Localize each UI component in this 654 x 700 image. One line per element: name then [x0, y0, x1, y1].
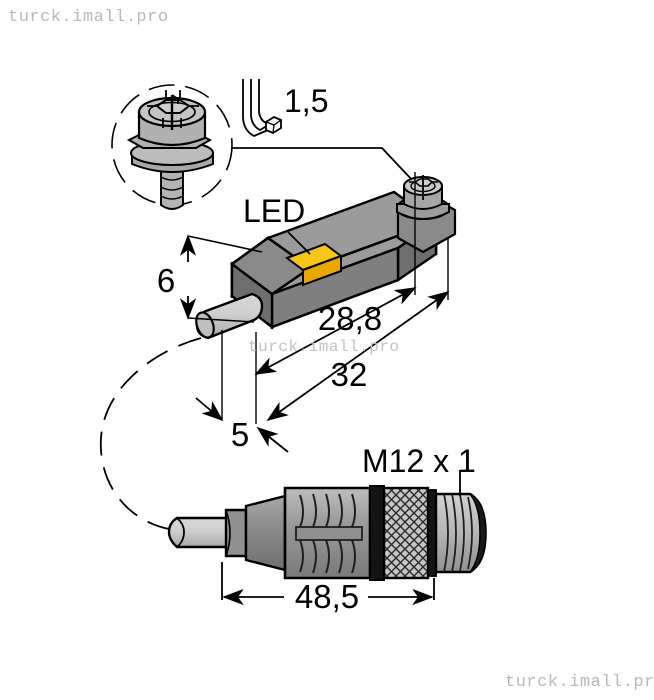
- dimension-5: 5: [195, 330, 289, 453]
- connector-knurl: [382, 486, 430, 580]
- m12-male-connector: [167, 470, 487, 581]
- connector-taper: [244, 494, 287, 572]
- sensor-cable-stub: [195, 292, 264, 340]
- led-indicator-front: [302, 254, 342, 287]
- cable-route-dashed: [100, 337, 202, 531]
- dimension-32: 32: [266, 238, 450, 422]
- thread-label: M12 x 1: [362, 443, 476, 479]
- led-leader-line: [287, 231, 311, 255]
- dimension-48-5-value: 48,5: [295, 578, 359, 615]
- dimension-48-5: 48,5: [221, 562, 435, 615]
- dimension-6-value: 6: [157, 262, 175, 299]
- allen-key-icon: [242, 79, 282, 137]
- connector-thread-nose: [434, 492, 484, 574]
- mounting-screw-top: [396, 172, 457, 254]
- text-labels: 1,5 LED M12 x 1: [243, 83, 476, 479]
- dimension-6: 6: [157, 234, 263, 323]
- dimension-28-8-value: 28,8: [318, 300, 382, 337]
- detail-leader-line: [232, 147, 415, 183]
- led-label: LED: [243, 193, 305, 229]
- mounting-screw-detail: [126, 90, 214, 210]
- strain-relief: [224, 508, 248, 558]
- hex-key-size-label: 1,5: [284, 83, 328, 119]
- dimension-5-value: 5: [231, 416, 249, 453]
- connector-dark-ring: [369, 485, 385, 581]
- dimension-32-value: 32: [331, 356, 368, 393]
- connector-cable: [167, 516, 234, 549]
